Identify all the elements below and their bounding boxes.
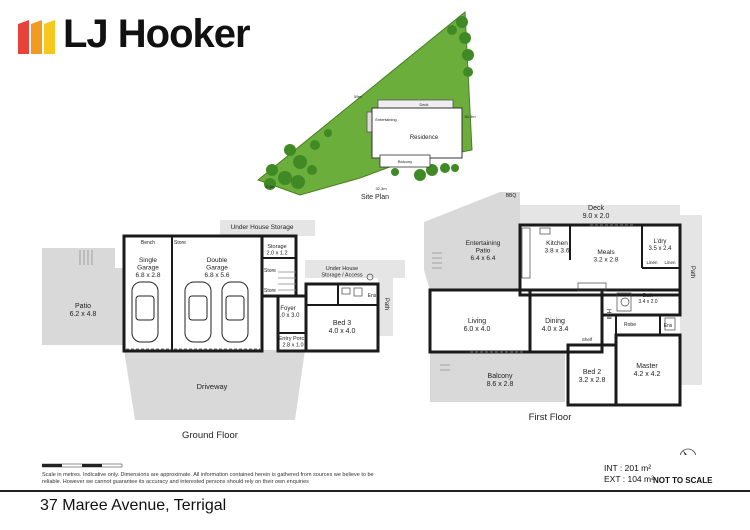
property-address: 37 Maree Avenue, Terrigal xyxy=(40,497,227,514)
ff-linen2: Linen xyxy=(664,260,676,265)
ff-hall: Hall xyxy=(605,309,611,319)
site-deck-label: Deck xyxy=(419,102,428,107)
external-area: EXT : 104 m² xyxy=(604,474,654,484)
site-plan-title: Site Plan xyxy=(361,194,389,201)
ff-robe: Robe xyxy=(624,322,636,328)
gf-ens: Ens xyxy=(368,293,377,299)
not-to-scale-label: NOT TO SCALE xyxy=(653,476,713,485)
site-balcony-label: Balcony xyxy=(398,159,412,164)
gf-store2: Store xyxy=(264,268,276,274)
first-floor-title: First Floor xyxy=(529,412,572,423)
ff-linen: Linen xyxy=(646,260,658,265)
ground-floor-title: Ground Floor xyxy=(182,430,238,441)
gf-store3: Store xyxy=(264,288,276,294)
footer-divider xyxy=(0,490,750,492)
gf-store: Store xyxy=(174,240,186,246)
site-entertaining-label: Entertaining xyxy=(375,117,396,122)
brand-name: LJ Hooker xyxy=(63,12,251,56)
site-plan: Residence Deck Entertaining Balcony 59m … xyxy=(256,10,476,201)
gf-bench: Bench xyxy=(141,240,155,246)
site-dim-right: 50.5m xyxy=(464,114,476,119)
site-dim-left: 8.4m xyxy=(266,184,276,189)
ff-ens: Ens xyxy=(664,323,673,329)
disclaimer-text: Scale in metres. Indicative only. Dimens… xyxy=(42,472,374,485)
area-summary: INT : 201 m² EXT : 104 m² xyxy=(604,463,654,485)
internal-area: INT : 201 m² xyxy=(604,463,652,473)
gf-driveway: Driveway xyxy=(197,382,228,391)
ff-shelf: Shelf xyxy=(582,337,593,342)
gf-path: Path xyxy=(383,298,389,310)
lj-hooker-logo-icon xyxy=(18,20,55,54)
scale-bar xyxy=(42,463,123,468)
gf-under-house-storage: Under House Storage xyxy=(231,224,294,231)
site-dim-bottom: 32.3m xyxy=(375,186,387,191)
ff-path: Path xyxy=(689,266,695,278)
ff-bbq: BBQ xyxy=(506,193,517,199)
north-compass-icon xyxy=(679,448,697,455)
site-dim-top: 59m xyxy=(354,94,362,99)
floor-plan-drawing: Residence Deck Entertaining Balcony 59m … xyxy=(42,10,702,455)
site-residence-label: Residence xyxy=(410,135,439,141)
